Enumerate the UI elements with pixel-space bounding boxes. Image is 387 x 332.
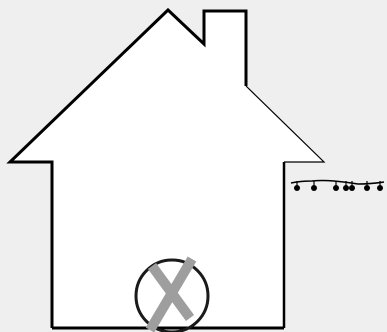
light-bulb — [333, 185, 339, 191]
light-bulb — [349, 185, 355, 191]
light-bulb — [294, 185, 300, 191]
light-bulb — [311, 185, 317, 191]
light-bulb — [377, 185, 383, 191]
light-bulb — [364, 185, 370, 191]
light-bulb — [343, 185, 349, 191]
